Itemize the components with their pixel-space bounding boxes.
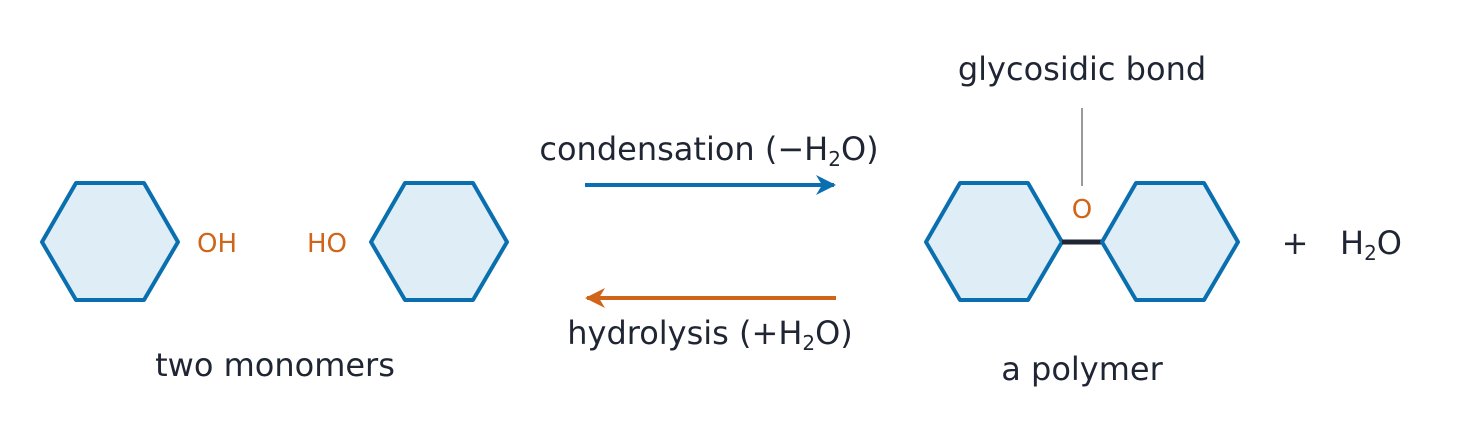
hydrolysis-close: O) bbox=[815, 314, 853, 352]
plus-sign: + bbox=[1282, 224, 1309, 262]
water-o: O bbox=[1377, 224, 1402, 262]
monomers-label: two monomers bbox=[155, 346, 395, 384]
hydrolysis-reaction: hydrolysis (+H2O) bbox=[567, 288, 853, 355]
water-subscript: 2 bbox=[1364, 241, 1377, 265]
monomers-group: OH HO two monomers bbox=[40, 181, 509, 384]
bridging-oxygen: O bbox=[1072, 195, 1092, 225]
water-h: H bbox=[1340, 224, 1364, 262]
hydroxyl-group-left: OH bbox=[197, 229, 237, 259]
polymer-group: glycosidic bond O a polymer bbox=[924, 50, 1240, 388]
hydroxyl-group-right: HO bbox=[307, 229, 347, 259]
condensation-close: O) bbox=[841, 130, 879, 168]
polymer-ring-left bbox=[924, 181, 1064, 302]
hydrolysis-label: hydrolysis (+H2O) bbox=[567, 314, 853, 355]
water-formula: H2O bbox=[1340, 224, 1402, 265]
polymer-ring-right bbox=[1100, 181, 1240, 302]
condensation-reaction: condensation (−H2O) bbox=[539, 130, 879, 195]
condensation-subscript: 2 bbox=[828, 147, 841, 171]
condensation-word: condensation bbox=[539, 130, 754, 168]
glycosidic-bond-label: glycosidic bond bbox=[958, 50, 1206, 88]
hydrolysis-subscript: 2 bbox=[802, 331, 815, 355]
monomer-ring-left bbox=[40, 181, 180, 302]
monomer-ring-right bbox=[369, 181, 509, 302]
hydrolysis-open: (+H bbox=[739, 314, 802, 352]
hydrolysis-word: hydrolysis bbox=[567, 314, 729, 352]
polymer-label: a polymer bbox=[1001, 350, 1163, 388]
condensation-open: (−H bbox=[765, 130, 828, 168]
condensation-label: condensation (−H2O) bbox=[539, 130, 878, 171]
water-byproduct: + H2O bbox=[1282, 224, 1402, 265]
